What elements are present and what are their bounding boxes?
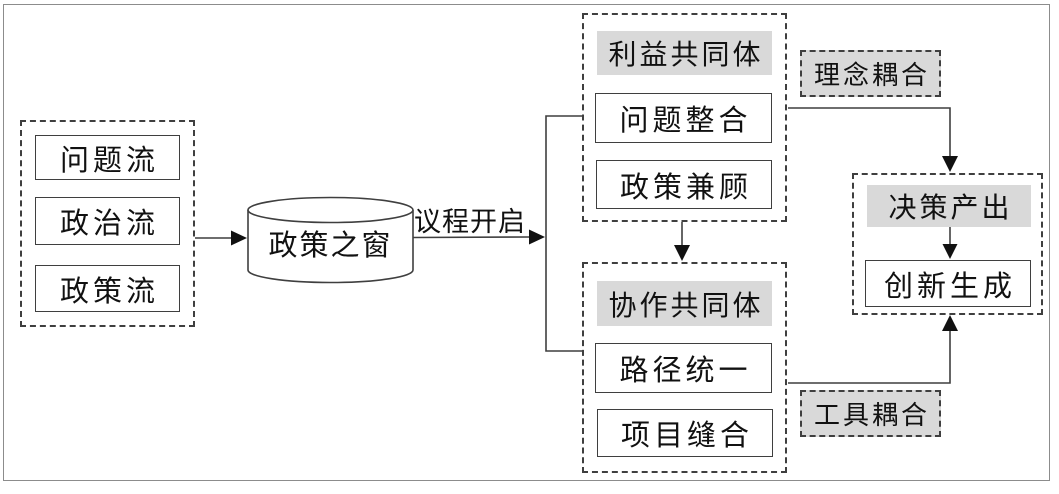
collaboration-community-header: 协作共同体 (597, 281, 772, 326)
policy-balance-label: 政策兼顾 (619, 171, 752, 204)
streams-group-box (20, 120, 195, 327)
box-problem-integration: 问题整合 (595, 93, 772, 143)
cylinder-body (247, 210, 414, 284)
connector-branch (545, 115, 582, 352)
tool-coupling-label: 工具耦合 (813, 401, 930, 430)
box-path-unification: 路径统一 (595, 343, 772, 393)
arrowhead-into-innovation-icon (942, 244, 958, 259)
project-stitching-label: 项目缝合 (620, 420, 753, 452)
connector-concept-coupling (788, 107, 951, 158)
connector-agenda-arrow (412, 236, 532, 239)
decision-output-header: 决策产出 (867, 185, 1031, 227)
policy-window-label: 政策之窗 (268, 230, 393, 262)
box-politics-stream: 政治流 (35, 197, 180, 245)
arrowhead-agenda-icon (529, 229, 545, 245)
concept-coupling-box: 理念耦合 (800, 50, 941, 97)
box-innovation-generation: 创新生成 (865, 260, 1031, 307)
arrowhead-into-decision-bottom-icon (942, 315, 958, 331)
collaboration-community-title: 协作共同体 (608, 290, 764, 322)
decision-output-group-box (852, 173, 1043, 315)
policy-stream-label: 政策流 (59, 275, 159, 308)
interest-community-header: 利益共同体 (597, 31, 772, 75)
problem-stream-label: 问题流 (59, 144, 159, 177)
agenda-opening-label: 议程开启 (414, 206, 526, 237)
diagram-frame (3, 4, 1050, 481)
interest-community-group-box (582, 13, 787, 222)
box-problem-stream: 问题流 (35, 135, 180, 180)
connector-tool-coupling (788, 330, 951, 384)
problem-integration-label: 问题整合 (619, 105, 752, 137)
interest-community-title: 利益共同体 (608, 40, 764, 71)
policy-window-cylinder (247, 196, 414, 284)
concept-coupling-label: 理念耦合 (813, 61, 930, 90)
box-policy-balance: 政策兼顾 (596, 160, 772, 209)
arrowhead-into-window-icon (231, 230, 247, 246)
box-policy-stream: 政策流 (35, 265, 180, 312)
arrowhead-down-between-communities-icon (674, 245, 690, 261)
tool-coupling-box: 工具耦合 (800, 390, 941, 437)
box-project-stitching: 项目缝合 (597, 409, 773, 457)
path-unification-label: 路径统一 (619, 355, 752, 387)
cylinder-top (247, 196, 414, 224)
innovation-generation-label: 创新生成 (883, 270, 1016, 303)
decision-output-title: 决策产出 (888, 193, 1013, 224)
arrowhead-into-decision-top-icon (942, 156, 958, 172)
politics-stream-label: 政治流 (59, 208, 159, 240)
collaboration-community-group-box (582, 262, 787, 473)
